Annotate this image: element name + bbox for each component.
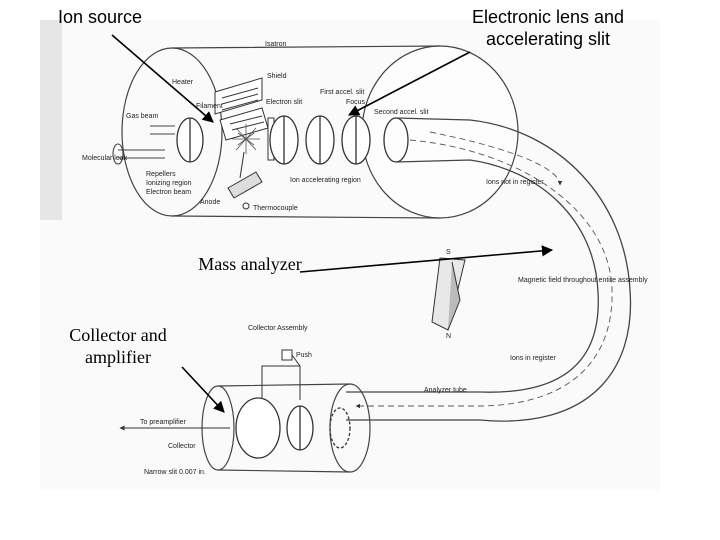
thermocouple-marker [242,202,250,210]
label-collector: Collector [168,443,196,450]
ion-source-arrow [111,34,214,123]
label-analyzer-tube: Analyzer tube [424,387,467,394]
mass-analyzer-callout: Mass analyzer [198,254,302,274]
repeller-disk [176,117,204,163]
label-ions-in-register: Ions in register [510,355,557,362]
collector-disks [235,397,351,459]
scan-edge-shadow [40,20,62,220]
ionizing-region-burst [232,124,260,154]
label-focus: Focus [346,99,366,106]
label-second-accel-slit: Second accel. slit [374,109,429,116]
label-ions-not-in-register: Ions not in register [486,179,544,186]
ion-beam-paths [355,131,613,409]
label-narrow-slit: Narrow slit 0.007 in. [144,469,206,476]
label-pole-s: S [446,249,451,256]
label-shield: Shield [267,73,287,80]
heater-filament [214,77,269,141]
gas-inlet [112,125,175,165]
magnet-pole [431,257,466,331]
label-isatron: Isatron [265,41,287,48]
anode-plate [227,151,263,199]
lens-slit-arrow [348,51,471,116]
label-push: Push [296,352,312,359]
ion-source-callout: Ion source [57,7,143,27]
mass-analyzer-arrow [299,245,554,273]
label-molecular-leak: Molecular leak [82,155,128,162]
label-electron-beam: Electron beam [146,189,191,196]
label-anode: Anode [200,199,220,206]
accelerating-slit-disks [269,115,409,165]
collector-amplifier-callout: Collector and amplifier [69,325,167,367]
collector-arrow [181,366,225,413]
label-electron-slit: Electron slit [266,99,302,106]
label-heater: Heater [172,79,194,86]
label-to-preamplifier: To preamplifier [140,419,187,426]
label-thermocouple: Thermocouple [253,205,298,212]
collector-housing [201,383,371,473]
label-ionizing-region: Ionizing region [146,180,192,187]
label-pole-n: N [446,333,451,340]
label-filament: Filament [196,103,223,110]
label-ion-accelerating-region: Ion accelerating region [290,177,361,184]
lens-slit-callout: Electronic lens and accelerating slit [471,7,625,49]
label-first-accel-slit: First accel. slit [320,89,364,96]
push-switch-wiring [261,349,301,400]
label-gas-beam: Gas beam [126,113,158,120]
label-repellers: Repellers [146,171,176,178]
label-collector-assembly: Collector Assembly [248,325,308,332]
scan-background [40,20,660,490]
analyzer-tube [346,117,632,422]
label-magnetic-field: Magnetic field throughout entire assembl… [518,277,648,284]
